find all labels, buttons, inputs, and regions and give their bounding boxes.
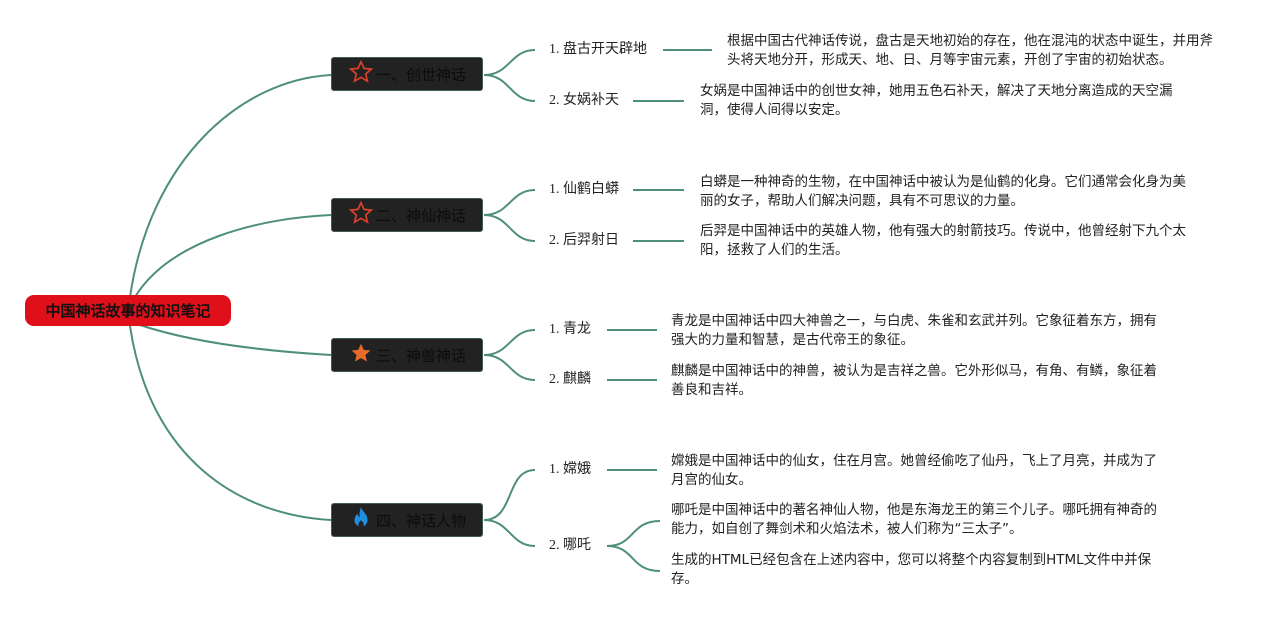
link-root-cat3 (139, 324, 332, 356)
description-node[interactable]: 后羿是中国神话中的英雄人物，他有强大的射箭技巧。传说中，他曾经射下九个太阳，拯救… (700, 223, 1186, 258)
description-node[interactable]: 女娲是中国神话中的创世女神，她用五色石补天，解决了天地分离造成的天空漏洞，使得人… (700, 83, 1173, 118)
description-node[interactable]: 白蟒是一种神奇的生物，在中国神话中被认为是仙鹤的化身。它们通常会化身为美丽的女子… (700, 174, 1186, 209)
root-node[interactable]: 中国神话故事的知识笔记 (25, 295, 231, 326)
link-cat4-items (483, 469, 536, 547)
star-filled-icon (348, 340, 374, 370)
category-label: 三、神兽神话 (375, 346, 466, 365)
description-node[interactable]: 根据中国古代神话传说，盘古是天地初始的存在，他在混沌的状态中诞生，并用斧头将天地… (727, 33, 1213, 68)
category-node-creation[interactable]: 一、创世神话 (331, 57, 483, 91)
category-node-beasts[interactable]: 三、神兽神话 (331, 338, 483, 372)
link-root-cat4 (129, 325, 332, 521)
category-node-figures[interactable]: 四、神话人物 (331, 503, 483, 537)
description-node[interactable]: 麒麟是中国神话中的神兽，被认为是吉祥之兽。它外形似马，有角、有鳞，象征着善良和吉… (671, 363, 1157, 398)
root-title: 中国神话故事的知识笔记 (45, 302, 211, 320)
description-node[interactable]: 生成的HTML已经包含在上述内容中，您可以将整个内容复制到HTML文件中并保存。 (671, 552, 1152, 587)
star-outline-icon (348, 59, 374, 89)
link-root-cat2 (134, 214, 332, 298)
link-item-desc (607, 49, 712, 471)
star-outline-icon (348, 200, 374, 230)
item-node[interactable]: 1. 青龙 (549, 322, 591, 337)
flame-icon (348, 505, 374, 535)
item-node[interactable]: 2. 后羿射日 (549, 233, 619, 248)
category-label: 四、神话人物 (375, 511, 466, 530)
description-node[interactable]: 哪吒是中国神话中的著名神仙人物，他是东海龙王的第三个儿子。哪吒拥有神奇的能力，如… (671, 502, 1157, 537)
description-node[interactable]: 嫦娥是中国神话中的仙女，住在月宫。她曾经偷吃了仙丹，飞上了月亮，并成为了月宫的仙… (671, 453, 1157, 488)
item-node[interactable]: 2. 麒麟 (549, 372, 591, 387)
link-cat3-items (483, 329, 536, 381)
item-node[interactable]: 1. 嫦娥 (549, 462, 591, 477)
link-cat1-items (483, 49, 536, 102)
item-node[interactable]: 2. 哪吒 (549, 538, 591, 553)
link-nezha-descs (606, 520, 661, 572)
category-node-immortals[interactable]: 二、神仙神话 (331, 198, 483, 232)
item-node[interactable]: 1. 盘古开天辟地 (549, 42, 647, 57)
category-label: 二、神仙神话 (375, 206, 466, 225)
link-cat2-items (483, 189, 536, 242)
item-node[interactable]: 1. 仙鹤白蟒 (549, 182, 619, 197)
description-node[interactable]: 青龙是中国神话中四大神兽之一，与白虎、朱雀和玄武并列。它象征着东方，拥有强大的力… (671, 313, 1157, 348)
item-node[interactable]: 2. 女娲补天 (549, 93, 619, 108)
category-label: 一、创世神话 (375, 65, 466, 84)
link-root-cat1 (129, 74, 332, 298)
